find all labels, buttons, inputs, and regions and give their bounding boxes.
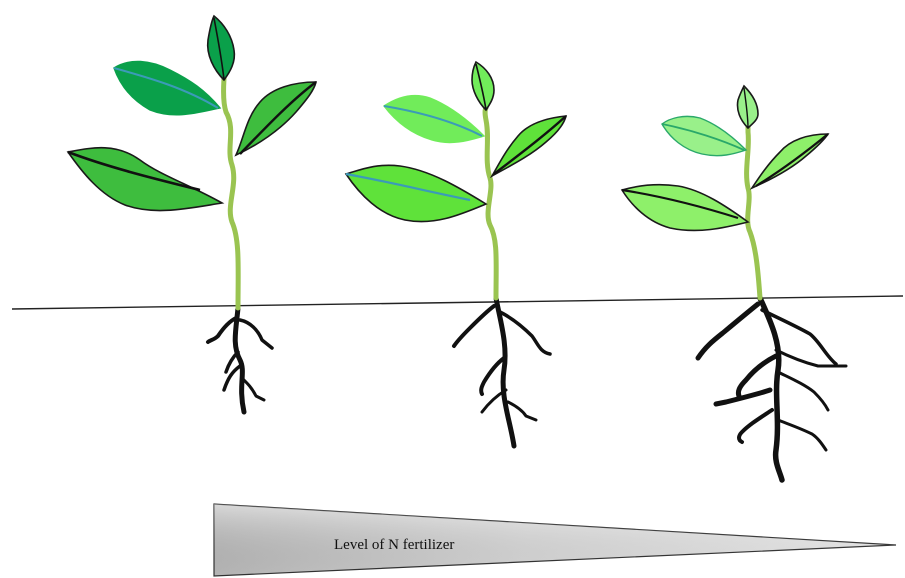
plant-3-stem <box>747 126 760 298</box>
plant-2-stem <box>485 108 496 298</box>
plant-1-stem <box>224 78 239 308</box>
plant-low-nitrogen <box>68 16 316 412</box>
soil-surface-line <box>12 296 903 309</box>
plant-3-roots <box>698 298 846 480</box>
wedge-label: Level of N fertilizer <box>334 537 454 554</box>
plant-high-nitrogen <box>622 86 846 480</box>
plant-2-leaf-upper <box>384 96 484 143</box>
plant-3-leaf-lower <box>622 185 748 231</box>
nitrogen-gradient-wedge <box>214 504 896 576</box>
plant-2-leaf-lower <box>346 165 486 221</box>
plant-2-roots <box>454 298 550 446</box>
plant-1-roots <box>208 308 272 412</box>
plant-3-leaf-upper <box>662 116 746 155</box>
plant-medium-nitrogen <box>346 62 566 446</box>
plant-2-leaf-top <box>472 62 494 110</box>
plant-1-leaf-lower <box>68 148 222 211</box>
plant-1-leaf-top <box>208 16 235 80</box>
plant-1-leaf-upper <box>114 61 220 114</box>
